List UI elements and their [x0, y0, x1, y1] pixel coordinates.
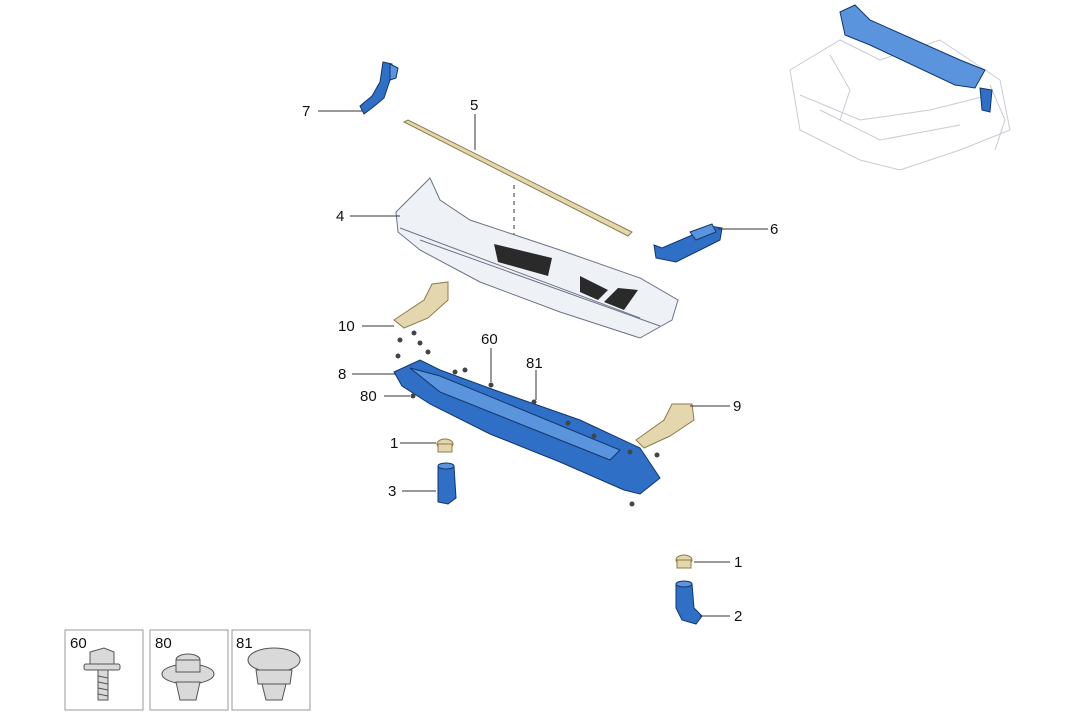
callout-60: 60 [481, 331, 498, 348]
bolt-icon [83, 647, 121, 701]
expanding-clip-icon [247, 647, 301, 701]
legend-number-81: 81 [236, 635, 253, 652]
part-8-cross-member [393, 359, 661, 495]
legend-item-80: 80 [149, 629, 229, 711]
legend-item-60: 60 [64, 629, 144, 711]
callout-81: 81 [526, 355, 543, 372]
callout-10: 10 [338, 318, 355, 335]
clip-nut-icon [161, 653, 215, 701]
callout-2: 2 [734, 608, 742, 625]
callout-4: 4 [336, 208, 344, 225]
part-1-grommet-upper [436, 438, 454, 453]
part-2-elbow-hose [675, 580, 703, 625]
fasteners [395, 330, 660, 507]
callout-1b: 1 [734, 554, 742, 571]
vehicle-locator-thumbnail [789, 4, 1011, 171]
part-5-seal-strip [402, 119, 633, 237]
legend-number-60: 60 [70, 635, 87, 652]
callout-8: 8 [338, 366, 346, 383]
part-1-grommet-lower [675, 554, 693, 569]
callout-9: 9 [733, 398, 741, 415]
part-4-cowl-panel [395, 177, 679, 339]
part-3-drain-hose [437, 462, 457, 505]
callout-80: 80 [360, 388, 377, 405]
callout-7: 7 [302, 103, 310, 120]
legend-number-80: 80 [155, 635, 172, 652]
callout-6: 6 [770, 221, 778, 238]
legend-item-81: 81 [231, 629, 311, 711]
callout-1a: 1 [390, 435, 398, 452]
callout-5: 5 [470, 97, 478, 114]
part-9-right-insulator [635, 403, 695, 449]
part-10-left-insulator [393, 281, 449, 329]
callout-3: 3 [388, 483, 396, 500]
part-6-right-bracket [653, 223, 723, 263]
part-7-left-bracket [359, 61, 399, 115]
